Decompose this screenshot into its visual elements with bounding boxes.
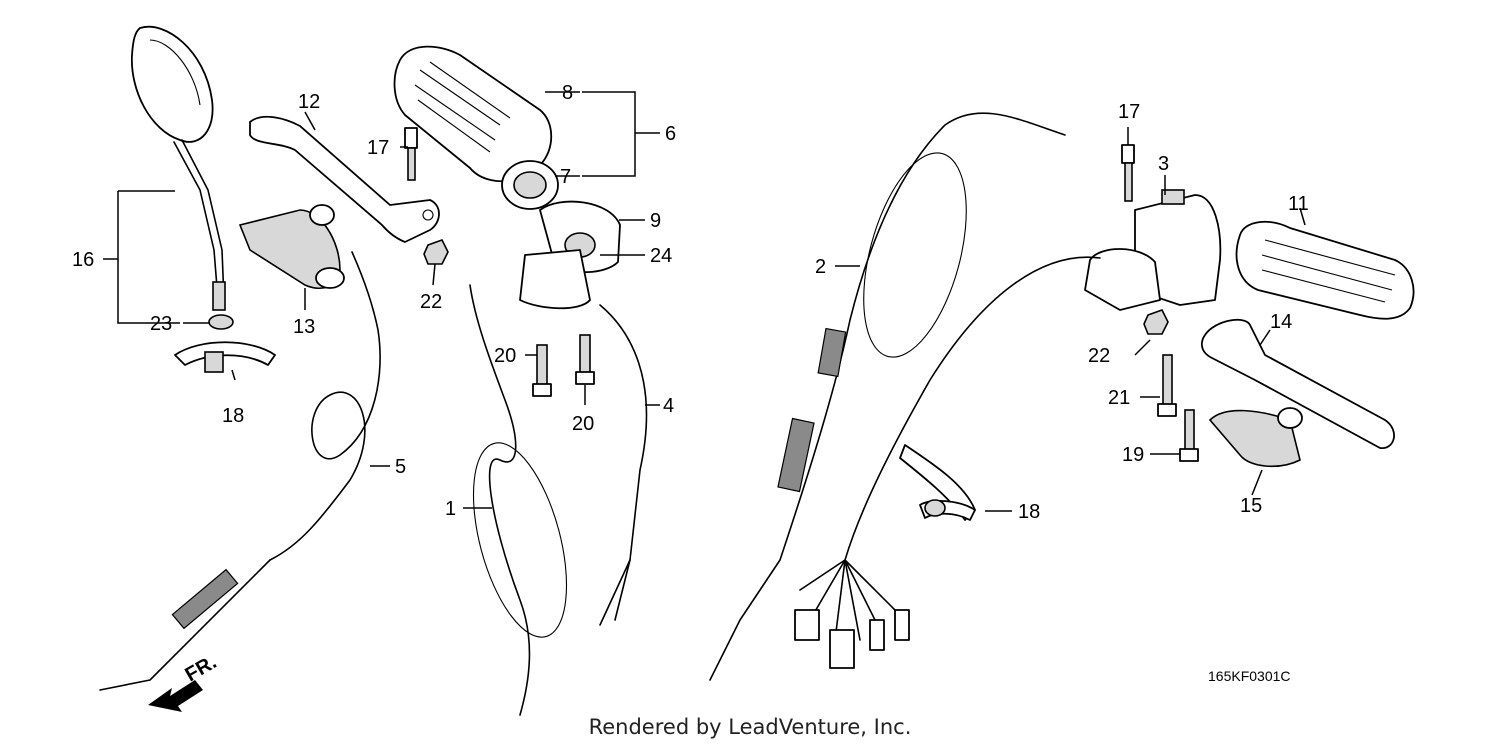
clutch-cable: [99, 251, 381, 691]
credit-line: Rendered by LeadVenture, Inc.: [588, 715, 912, 739]
callout-15: 15: [1240, 495, 1262, 517]
brake-lever: [1200, 318, 1395, 449]
callout-16: 16: [72, 249, 94, 271]
callout-22-right: 22: [1088, 345, 1110, 367]
grip-right: [1235, 220, 1415, 320]
cable-band-right: [899, 444, 976, 521]
mirror: [131, 25, 234, 330]
throttle-grip: [393, 45, 559, 210]
bolt-20-b: [575, 334, 595, 385]
callout-13: 13: [293, 316, 315, 338]
cable-band-left: [174, 341, 276, 373]
lever-holder-right: [1208, 407, 1303, 468]
callout-20-b: 20: [572, 413, 594, 435]
bolt-17-right: [1121, 144, 1135, 202]
nut-22-left: [423, 239, 449, 265]
callout-18-right: 18: [1018, 501, 1040, 523]
clutch-lever: [249, 115, 440, 243]
callout-12: 12: [298, 91, 320, 113]
callout-2: 2: [815, 256, 826, 278]
throttle-cable-4: [599, 304, 648, 626]
bolt-21: [1157, 354, 1177, 417]
callout-1: 1: [445, 498, 456, 520]
callout-17-right: 17: [1118, 101, 1140, 123]
switch-housing-right: [1084, 189, 1222, 311]
throttle-housing: [519, 200, 621, 310]
callout-22-left: 22: [420, 291, 442, 313]
bolt-19: [1179, 409, 1199, 462]
brake-cable-2: [709, 112, 1066, 681]
diagram-code: 165KF0301C: [1208, 668, 1291, 684]
callout-6: 6: [665, 123, 676, 145]
leader-lines: [103, 91, 1306, 512]
wire-harness: [794, 256, 1101, 669]
callout-labels: 1 2 3 4 5 6 7 8 9 11 12 13 14 15 16 17 1…: [72, 82, 1309, 523]
callout-18-left: 18: [222, 405, 244, 427]
callout-23: 23: [150, 313, 172, 335]
callout-20-a: 20: [494, 345, 516, 367]
lever-holder-left: [238, 204, 345, 289]
callout-8: 8: [562, 82, 573, 104]
bolt-20-a: [532, 344, 552, 397]
callout-5: 5: [395, 456, 406, 478]
callout-19: 19: [1122, 444, 1144, 466]
direction-label: FR.: [182, 651, 221, 686]
callout-4: 4: [663, 395, 674, 417]
callout-21: 21: [1108, 387, 1130, 409]
callout-11: 11: [1288, 193, 1309, 215]
callout-9: 9: [650, 210, 661, 232]
callout-7: 7: [560, 166, 571, 188]
throttle-cable-1: [469, 284, 568, 716]
callout-24: 24: [650, 245, 672, 267]
callout-3: 3: [1158, 153, 1169, 175]
bolt-17-left: [404, 127, 418, 181]
nut-22-right: [1143, 309, 1169, 335]
front-direction-arrow: FR.: [148, 651, 220, 712]
callout-14: 14: [1270, 311, 1292, 333]
callout-17-left: 17: [367, 137, 389, 159]
